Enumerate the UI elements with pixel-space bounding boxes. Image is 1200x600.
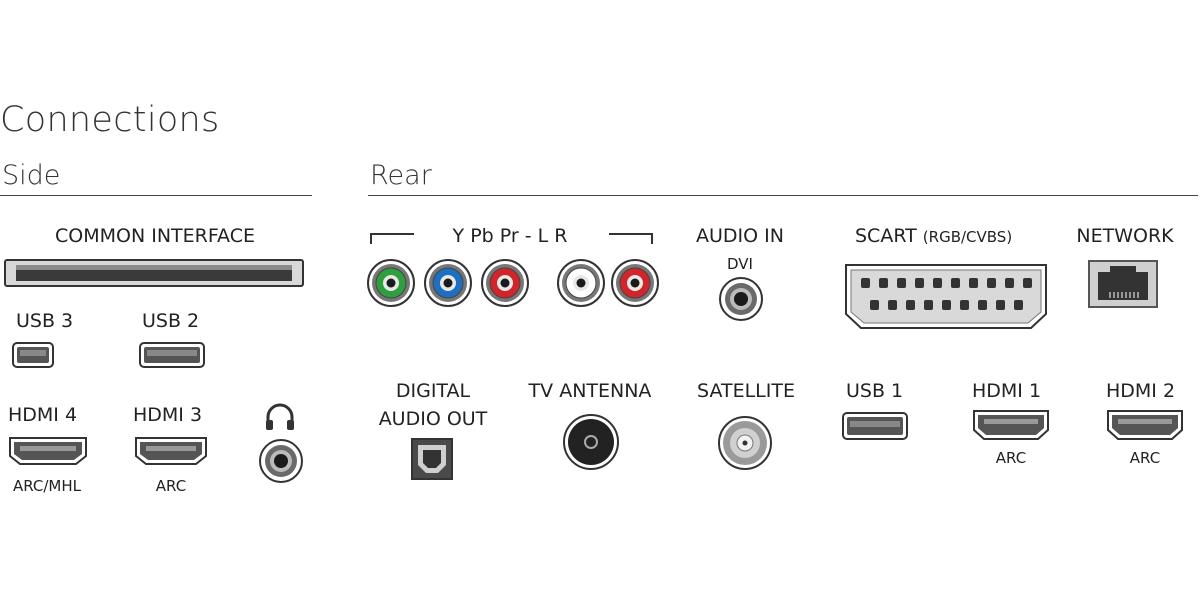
rca-y-green-jack-icon [366,258,416,308]
common-interface-label: COMMON INTERFACE [55,225,255,247]
side-section-heading: Side [2,160,61,191]
rear-section-heading: Rear [370,160,432,191]
usb2-label: USB 2 [142,310,200,332]
tv-antenna-port-icon [562,413,620,471]
audio-in-jack-icon [718,276,764,322]
page-title: Connections [0,100,220,140]
hdmi3-port-icon [134,436,208,466]
rca-audio-right-red-jack-icon [610,258,660,308]
rear-divider [368,195,1198,196]
rca-pr-red-jack-icon [480,258,530,308]
headphones-icon [264,402,296,432]
scart-port-icon [843,262,1049,330]
optical-port-icon [411,438,453,480]
usb3-port-icon [12,342,54,368]
side-divider [0,195,312,196]
rca-connector-row [366,258,666,308]
usb3-label: USB 3 [16,310,74,332]
hdmi2-sublabel: ARC [1129,449,1161,467]
hdmi2-label: HDMI 2 [1106,380,1176,402]
hdmi1-port-icon [972,409,1050,441]
hdmi3-label: HDMI 3 [133,404,203,426]
audio-in-dvi-label: DVI [727,255,753,273]
network-port-icon [1088,260,1158,308]
satellite-port-icon [717,415,773,471]
rca-pb-blue-jack-icon [423,258,473,308]
headphone-jack-icon [258,438,304,484]
hdmi4-port-icon [8,436,88,466]
scart-sublabel: (RGB/CVBS) [922,228,1013,246]
satellite-label: SATELLITE [697,380,795,402]
usb1-port-icon [842,412,908,440]
scart-label-text: SCART [855,225,917,247]
hdmi4-label: HDMI 4 [8,404,78,426]
digital-audio-out-label-line2: AUDIO OUT [378,408,488,430]
digital-audio-out-label-line1: DIGITAL [395,380,471,402]
hdmi3-sublabel: ARC [155,477,187,495]
audio-in-label: AUDIO IN [696,225,784,247]
component-label: Y Pb Pr - L R [452,225,568,247]
usb1-label: USB 1 [846,380,904,402]
component-bracket-right-icon [608,232,654,244]
component-bracket-left-icon [370,232,416,244]
rca-audio-left-white-jack-icon [556,258,606,308]
scart-label: SCART (RGB/CVBS) [855,225,1012,247]
hdmi1-label: HDMI 1 [972,380,1042,402]
network-label: NETWORK [1076,225,1174,247]
hdmi4-sublabel: ARC/MHL [12,477,82,495]
hdmi2-port-icon [1106,409,1184,441]
common-interface-slot-icon [4,259,304,287]
hdmi1-sublabel: ARC [995,449,1027,467]
usb2-port-icon [139,342,205,368]
tv-antenna-label: TV ANTENNA [528,380,652,402]
